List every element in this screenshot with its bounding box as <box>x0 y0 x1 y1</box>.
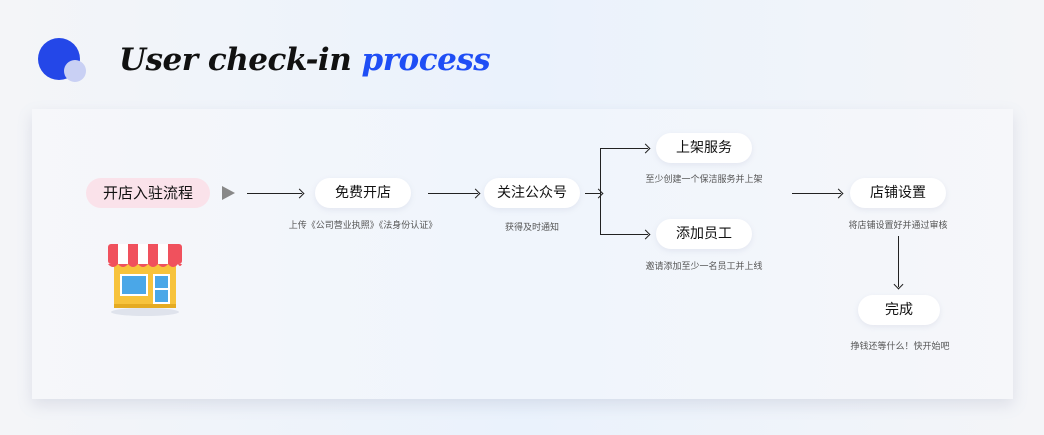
step-complete: 完成 <box>858 295 940 325</box>
step-shop-settings: 店铺设置 <box>850 178 946 208</box>
title-accent: process <box>361 42 491 78</box>
title-main: User check-in <box>119 42 362 78</box>
flow-start-pill: 开店入驻流程 <box>86 178 210 208</box>
step-follow-account-note: 获得及时通知 <box>504 223 559 233</box>
play-icon <box>222 186 235 200</box>
branch-connector <box>600 148 601 235</box>
logo-dot-small <box>64 60 86 82</box>
step-free-open: 免费开店 <box>315 178 411 208</box>
store-icon <box>108 244 182 316</box>
step-list-service: 上架服务 <box>656 133 752 163</box>
step-list-service-note: 至少创建一个保洁服务并上架 <box>645 175 763 185</box>
step-free-open-note: 上传《公司营业执照》《法身份认证》 <box>288 221 438 231</box>
step-add-staff: 添加员工 <box>656 219 752 249</box>
arrow-to-complete <box>898 236 899 287</box>
step-add-staff-note: 邀请添加至少一名员工并上线 <box>645 262 763 272</box>
page-title: User check-in process <box>119 37 491 83</box>
flow-panel <box>32 109 1013 399</box>
arrow-start-to-step1 <box>247 193 302 194</box>
arrow-branch-to-lower <box>600 234 648 235</box>
arrow-branch-to-upper <box>600 148 648 149</box>
step-complete-note: 挣钱还等什么！快开始吧 <box>850 342 950 352</box>
arrow-step2-to-branch <box>585 193 601 194</box>
step-shop-settings-note: 将店铺设置好并通过审核 <box>848 221 948 231</box>
arrow-to-shop-settings <box>792 193 841 194</box>
arrow-step1-to-step2 <box>428 193 478 194</box>
step-follow-account: 关注公众号 <box>484 178 580 208</box>
